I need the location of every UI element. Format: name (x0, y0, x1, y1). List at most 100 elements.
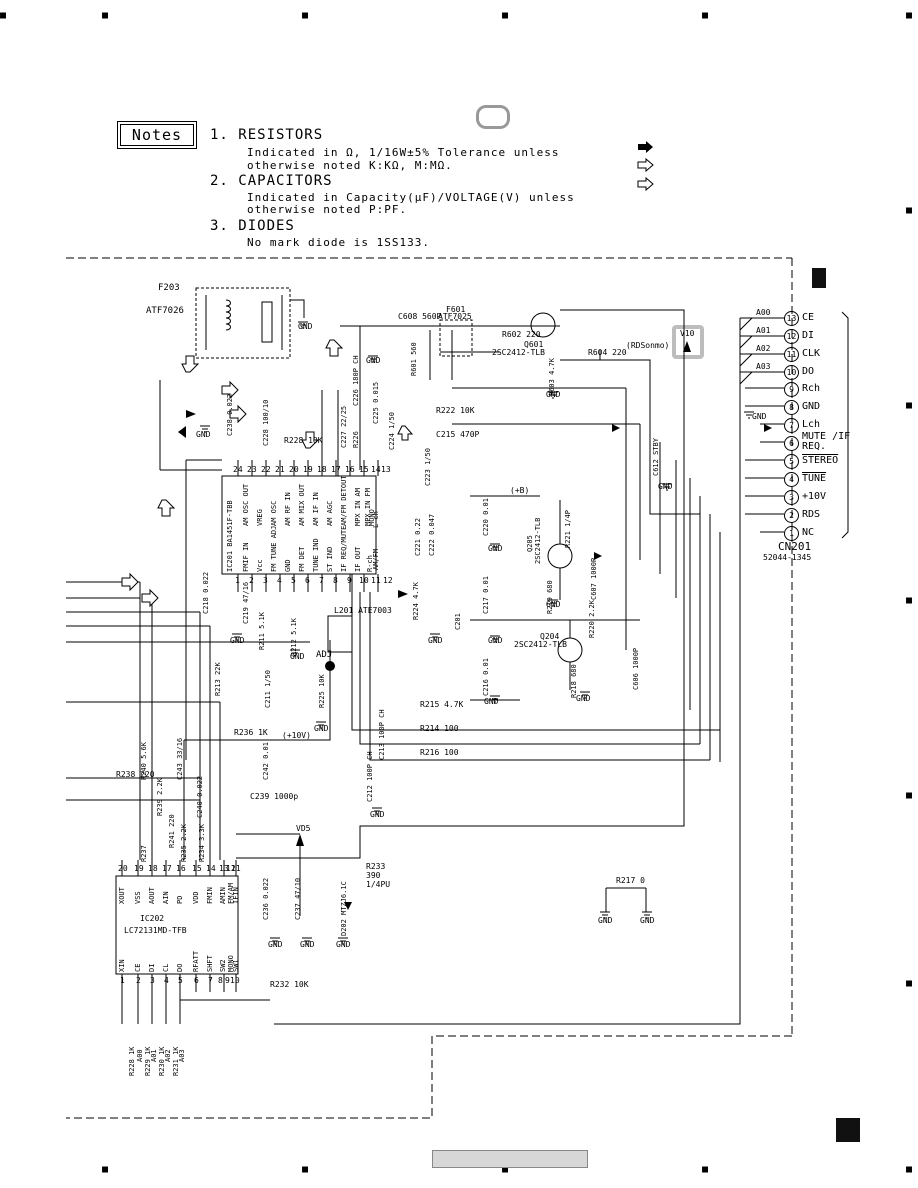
corner-mark: ■ (702, 1164, 709, 1175)
ic202-pin-label: FMIN (206, 887, 214, 904)
ic201-pin-number: 11 (371, 576, 381, 585)
component-label: C216 0.01 (482, 658, 490, 696)
connector-pin: 5 (784, 454, 799, 469)
ic201-pin-number: 7 (319, 576, 324, 585)
ic201-pin-number: 21 (275, 465, 285, 474)
ic201-pin-label: L-ch (372, 511, 380, 528)
ic201-pin-number: 22 (261, 465, 271, 474)
connector-pin-label: GND (802, 401, 821, 412)
component-label: C220 0.01 (482, 498, 490, 536)
ic202-pin-label: VDD (192, 891, 200, 904)
page-corner-tab (836, 1118, 860, 1142)
ic201-pin-number: 8 (333, 576, 338, 585)
connector-pin: 8 (784, 400, 799, 415)
gnd-label: GND (640, 916, 655, 925)
connector-pin: 7 (784, 418, 799, 433)
connector-pin: 9 (784, 382, 799, 397)
component-label: R604 220 (588, 348, 627, 357)
component-label: R234 3.3K (198, 824, 206, 862)
corner-mark: ■ (0, 10, 7, 21)
connector-name: CN201 (778, 540, 812, 553)
component-label: R216 100 (420, 748, 459, 757)
component-label: C606 1000P (632, 647, 640, 690)
v10-label: V10 (680, 329, 695, 338)
component-label: R237 (140, 845, 148, 862)
connector-pin-net: A01 (756, 326, 771, 335)
corner-mark: ■ (302, 1164, 309, 1175)
component-label: C213 100P CH (378, 709, 386, 760)
gnd-label: GND (598, 916, 613, 925)
ic202-pin-number: 8 (218, 976, 223, 985)
component-label: R226 (352, 431, 360, 448)
gnd-label: GND (488, 636, 503, 645)
ic202-pin-number: 2 (136, 976, 141, 985)
ic201-pin-number: 9 (347, 576, 352, 585)
component-label: R221 1/4P (564, 510, 572, 548)
ic201-pin-label: Vcc (256, 559, 264, 572)
gnd-label: GND (300, 940, 315, 949)
component-label: 2SC2412-TLB (492, 348, 545, 357)
component-label: C607 1000P (590, 557, 598, 600)
ic202-pin-number: 1 (120, 976, 125, 985)
ic201-pin-number: 14 (371, 465, 381, 474)
connector-pin-label: +10V (802, 491, 827, 502)
component-label: R219 680 (546, 580, 554, 614)
ic202-pin-label: XIN (118, 959, 126, 972)
ic201-name: IC201 BA1451F-TBB (226, 500, 234, 572)
ic202-pin-label: RFATT (192, 950, 200, 972)
gnd-label: GND (370, 810, 385, 819)
hollow-arrow-icon (637, 157, 654, 173)
component-label: R215 4.7K (420, 700, 464, 709)
component-label: C240 0.022 (196, 775, 204, 818)
component-label: R601 560 (410, 342, 418, 376)
ic202-pin-label: AOUT (148, 887, 156, 904)
ic201-pin-number: 10 (359, 576, 369, 585)
connector-pin-label: STEREO (802, 455, 839, 466)
ic201-pin-number: 1 (235, 576, 240, 585)
component-label: C238 0.022 (226, 393, 234, 436)
component-label: C218 0.022 (202, 571, 210, 614)
ic201-pin-number: 6 (305, 576, 310, 585)
component-label: C242 0.01 (262, 742, 270, 780)
component-label: R225 10K (318, 674, 326, 708)
ic201-pin-label: AM RF IN (284, 492, 292, 526)
component-label: C228 100/10 (262, 399, 270, 446)
corner-mark: ■ (302, 10, 309, 21)
connector-pin-net: A00 (756, 308, 771, 317)
connector-pin-label: Lch (802, 419, 821, 430)
component-label: R224 4.7K (412, 582, 420, 620)
connector-pin: 13 (784, 311, 799, 326)
ic202-pin-number: 18 (148, 864, 158, 873)
ic202-pin-number: 20 (118, 864, 128, 873)
component-label: R222 10K (436, 406, 475, 415)
component-label: C221 0.22 (414, 518, 422, 556)
component-label: C215 470P (436, 430, 480, 439)
ic202-pin-number: 11 (231, 864, 241, 873)
component-label: C211 1/50 (264, 670, 272, 708)
component-label: A02 (164, 1049, 172, 1062)
ic202-pin-number: 12 (226, 864, 236, 873)
corner-mark: ■ (906, 205, 913, 216)
diodes-line-1: No mark diode is 1SS133. (247, 236, 430, 249)
connector-pin-label: CE (802, 312, 815, 323)
ic201-pin-number: 3 (263, 576, 268, 585)
component-label: (+10V) (282, 731, 311, 740)
ic201-pin-label: AM AGC (326, 500, 334, 526)
component-label: VD5 (296, 824, 311, 833)
corner-mark: ■ (102, 10, 109, 21)
connector-pin-label: RDS (802, 509, 821, 520)
corner-mark: ■ (906, 1164, 913, 1175)
component-label: C212 100P CH (366, 751, 374, 802)
ic202-pin-label: AMIN (219, 887, 227, 904)
ic202-pin-label: AIN (162, 891, 170, 904)
component-label: F601 (446, 305, 466, 314)
gnd-label: GND (290, 652, 305, 661)
component-label: D202 MTZJ6.1C (340, 881, 348, 936)
component-label: C236 0.022 (262, 877, 270, 920)
ic202-pin-number: 15 (192, 864, 202, 873)
ic201-pin-label: TUNE IND (312, 538, 320, 572)
gnd-label: GND (546, 600, 561, 609)
component-label: R238 220 (116, 770, 155, 779)
component-label: (+B) (510, 486, 530, 495)
